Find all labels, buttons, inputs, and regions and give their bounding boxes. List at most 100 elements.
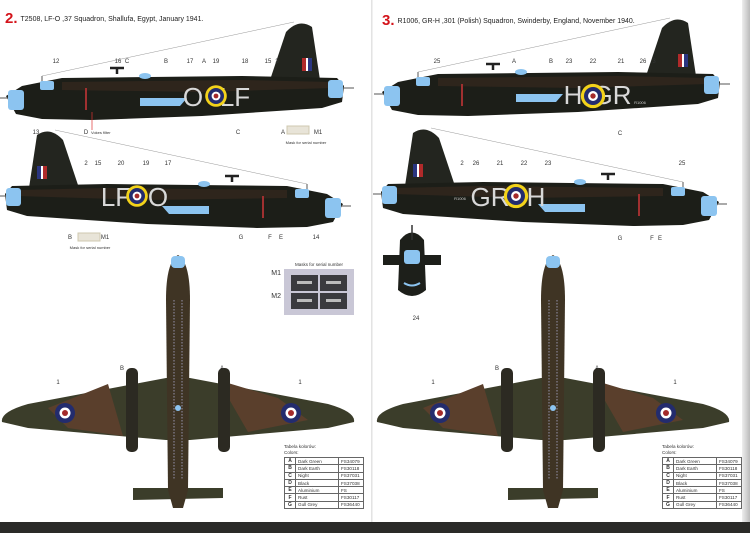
nose-turret [384, 86, 400, 106]
fin-flash-red [419, 164, 423, 177]
color-table-subtitle: Colors: [284, 450, 299, 455]
aerial-wire [430, 127, 684, 183]
caption-text: T2508, LF-O ,37 Squadron, Shallufa, Egyp… [20, 16, 204, 23]
fin-flash-blue [308, 58, 312, 71]
profile-number: 2. [5, 10, 18, 27]
profile-2-side-left [0, 21, 354, 120]
callout-17: 17 [187, 59, 194, 65]
color-name: Black [673, 478, 717, 488]
plan-astrodome [550, 405, 556, 411]
tail-fin [270, 23, 320, 80]
astrodome [515, 69, 527, 75]
code-letter: H [564, 80, 583, 110]
callout-26: 26 [640, 59, 647, 65]
roundel-red [437, 410, 443, 416]
callout-B: B [495, 366, 499, 372]
color-code: FS [338, 486, 364, 495]
callout-B: B [68, 235, 72, 241]
front-fuselage [398, 232, 426, 296]
side-windows [538, 204, 585, 212]
color-letter: C [284, 471, 296, 480]
roundel-red [288, 410, 294, 416]
color-name: Night [673, 471, 717, 480]
callout-18: 18 [242, 59, 249, 65]
engine-nacelle [501, 368, 513, 452]
callout-25: 25 [434, 59, 441, 65]
color-code: FS30117 [338, 493, 364, 502]
color-name: Aluminium [295, 486, 339, 495]
nose-turret [701, 196, 717, 216]
scan-border [0, 522, 750, 533]
callout-M1: M1 [314, 130, 323, 136]
side-windows [516, 94, 563, 102]
fin-flash-white [306, 58, 308, 71]
engine-nacelle [593, 368, 605, 452]
color-table-title: Tabela kolorów: [284, 444, 316, 449]
callout-23: 23 [566, 59, 573, 65]
tail-fin [405, 129, 455, 186]
color-name: Dark Earth [295, 464, 339, 473]
cockpit-canopy [671, 187, 685, 196]
callout-20: 20 [118, 161, 125, 167]
code-letter: O [148, 182, 168, 212]
callout-3: 3 [275, 59, 279, 65]
mask-label: Mask for serial number [70, 245, 111, 250]
callout-A: A [595, 366, 599, 372]
color-code: FS30118 [716, 464, 742, 473]
color-code: FS34079 [716, 456, 742, 466]
callout-13: 13 [33, 130, 40, 136]
plan-fuselage [166, 255, 190, 508]
callout-16: 16 [115, 59, 122, 65]
color-table-title: Tabela kolorów: [662, 444, 694, 449]
tail-fin [29, 131, 79, 188]
callout-23: 23 [545, 161, 552, 167]
color-letter: G [662, 500, 674, 510]
callout-F: F [268, 235, 272, 241]
fin-flash-red [678, 54, 682, 67]
color-code: FS36440 [716, 500, 742, 510]
roundel-red [590, 93, 596, 99]
callout-F: F [650, 236, 654, 242]
front-windows [403, 282, 421, 287]
callout-C: C [125, 59, 130, 65]
dorsal-aerial [601, 172, 615, 180]
page-edge [742, 0, 750, 522]
callout-21: 21 [497, 161, 504, 167]
mask-cutout [326, 281, 341, 284]
color-code: FS37031 [716, 471, 742, 480]
color-code: FS37031 [338, 471, 364, 480]
callout-19: 19 [143, 161, 150, 167]
callout-E: E [658, 236, 662, 242]
callout-1: 1 [431, 380, 435, 386]
mask-m1-label: M1 [271, 270, 281, 277]
color-letter: B [284, 464, 296, 473]
masks-title: Masks for serial number [295, 262, 344, 267]
callout-15: 15 [95, 161, 102, 167]
plan-nose-turret [171, 256, 185, 268]
color-code: FS30118 [338, 464, 364, 473]
callout-24: 24 [413, 316, 420, 322]
color-name: Rust [295, 493, 339, 502]
aerial-wire [54, 129, 308, 185]
callout-C: C [618, 131, 623, 137]
fin-flash-blue [684, 54, 688, 67]
color-letter: C [662, 471, 674, 480]
fin-flash-red [43, 166, 47, 179]
fuselage-shading [17, 188, 287, 200]
fuselage-shading [393, 186, 663, 198]
astrodome [574, 179, 586, 185]
wing-camouflage [48, 380, 308, 436]
fin-flash-white [682, 54, 684, 67]
callout-M1: M1 [101, 235, 110, 241]
